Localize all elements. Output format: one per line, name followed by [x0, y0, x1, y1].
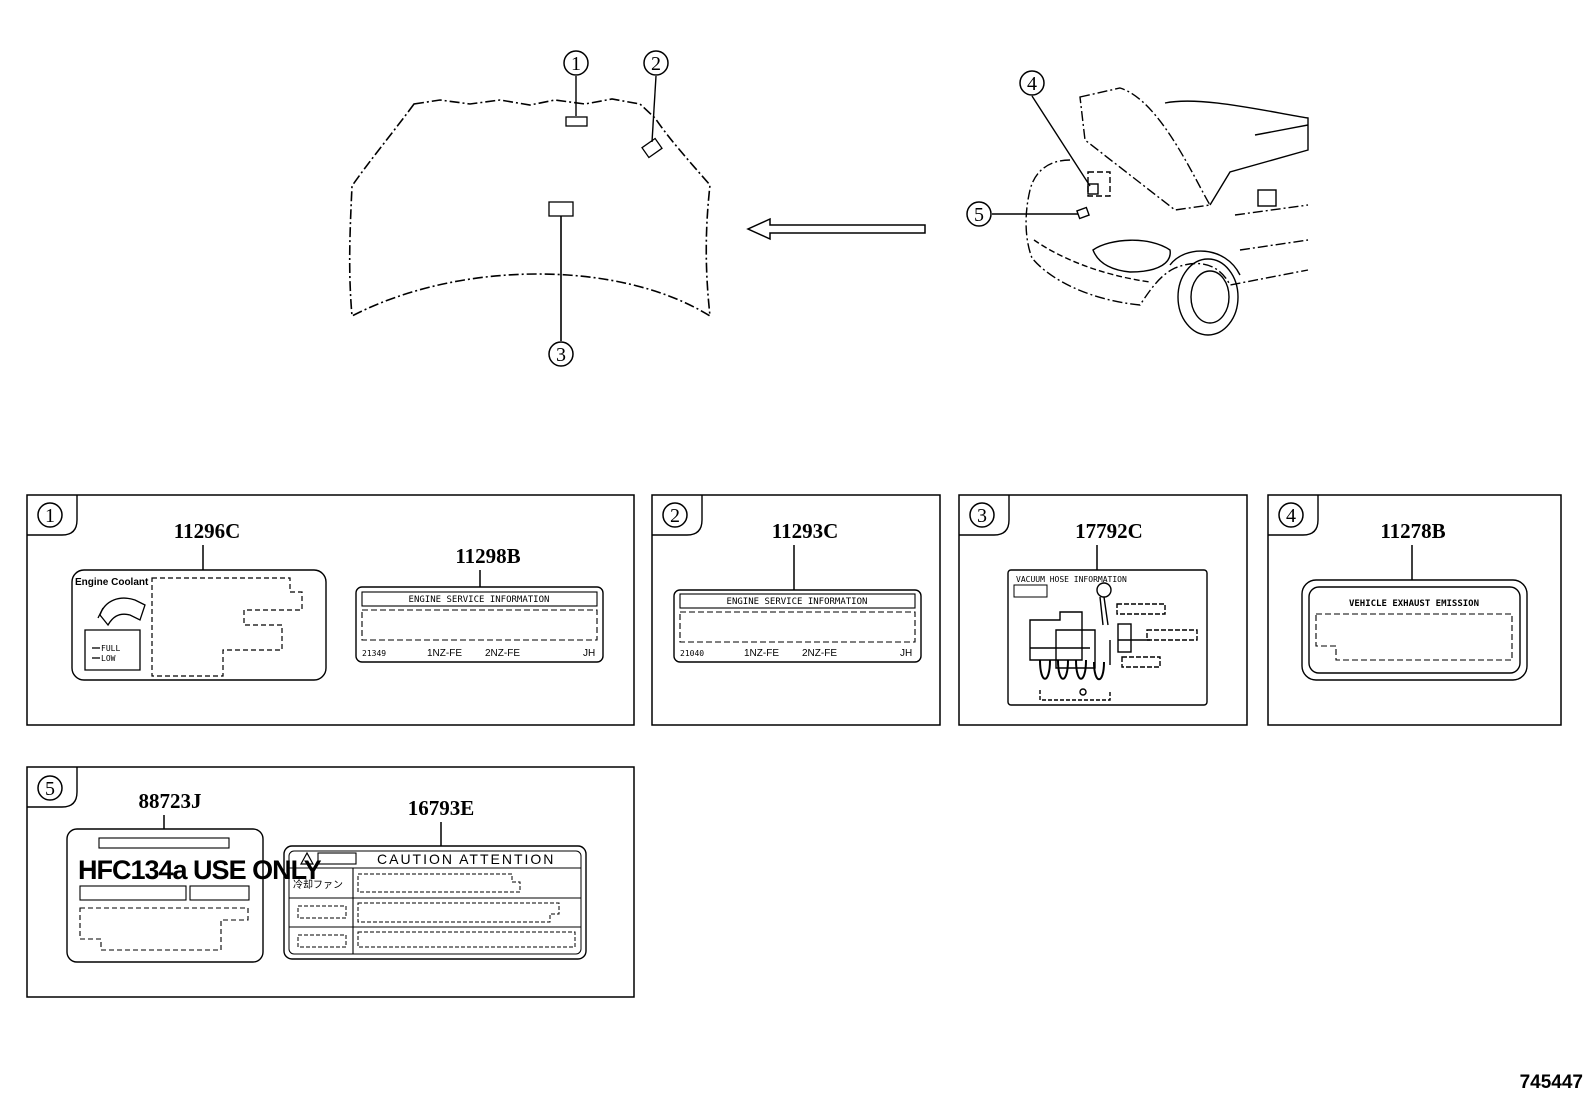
svg-text:2NZ-FE: 2NZ-FE	[485, 648, 520, 659]
svg-text:2: 2	[670, 505, 680, 527]
part-11278B: 11278B	[1380, 519, 1445, 543]
caution-label	[283, 845, 587, 960]
a-pillar	[1254, 124, 1309, 136]
svg-text:JH: JH	[583, 648, 595, 659]
callout-3: 3	[548, 341, 574, 367]
svg-text:1: 1	[571, 53, 581, 75]
front-wheel-inner	[1190, 270, 1230, 324]
hfc-text: HFC134a USE ONLY	[78, 855, 322, 885]
vacuum-hose-label	[1007, 569, 1208, 706]
leader-4	[1031, 95, 1091, 187]
svg-text:2NZ-FE: 2NZ-FE	[802, 648, 837, 659]
car-drawing	[992, 87, 1309, 336]
vacuum-hose-schematic	[1029, 582, 1198, 701]
svg-text:4: 4	[1286, 505, 1296, 527]
svg-text:1NZ-FE: 1NZ-FE	[427, 648, 462, 659]
direction-arrow	[746, 217, 926, 241]
hood-outline	[348, 98, 711, 318]
bumper-line	[1033, 239, 1151, 283]
callout-5: 5	[966, 201, 992, 227]
svg-text:5: 5	[45, 778, 55, 800]
svg-text:ENGINE SERVICE INFORMATION: ENGINE SERVICE INFORMATION	[727, 597, 868, 607]
svg-text:JH: JH	[900, 648, 912, 659]
hfc-label	[66, 828, 264, 963]
label-1-position	[565, 116, 588, 127]
part-11298B: 11298B	[455, 544, 520, 568]
label-2-position	[641, 137, 663, 159]
panel-2: 2 11293C ENGINE SERVICE INFORMATION 2104…	[651, 494, 941, 726]
engine-box	[1087, 171, 1111, 197]
callout-4: 4	[1019, 70, 1045, 96]
svg-text:VACUUM HOSE INFORMATION: VACUUM HOSE INFORMATION	[1016, 575, 1127, 584]
engine-service-label-2	[673, 589, 922, 663]
part-11296C: 11296C	[174, 519, 241, 543]
part-11293C: 11293C	[772, 519, 839, 543]
panel-5: 5 88723J HFC134a USE ONLY 16793E CAUTION…	[26, 766, 635, 998]
label-3-position	[548, 201, 574, 217]
svg-text:VEHICLE EXHAUST EMISSION: VEHICLE EXHAUST EMISSION	[1349, 599, 1479, 609]
coolant-title: Engine Coolant	[75, 577, 149, 588]
reference-number: 745447	[1520, 1072, 1583, 1093]
fender-arch	[1169, 250, 1241, 276]
open-hood	[1079, 87, 1212, 211]
engine-service-label-1	[355, 586, 604, 663]
svg-text:2: 2	[651, 53, 661, 75]
svg-text:1: 1	[45, 505, 55, 527]
windshield	[1164, 100, 1309, 206]
fan-text: 冷却ファン	[293, 878, 343, 891]
mirror	[1257, 189, 1277, 207]
svg-text:4: 4	[1027, 73, 1037, 95]
exhaust-emission-label	[1301, 579, 1528, 681]
label-4-position	[1087, 183, 1099, 195]
side-line	[1234, 204, 1309, 251]
coolant-label	[71, 569, 327, 681]
leader-2	[651, 75, 657, 143]
svg-text:ENGINE SERVICE INFORMATION: ENGINE SERVICE INFORMATION	[409, 595, 550, 605]
callout-2: 2	[643, 50, 669, 76]
caution-title: CAUTION ATTENTION	[377, 851, 555, 867]
part-17792C: 17792C	[1075, 519, 1143, 543]
part-16793E: 16793E	[408, 796, 475, 820]
svg-text:3: 3	[977, 505, 987, 527]
part-88723J: 88723J	[139, 789, 202, 813]
callout-1: 1	[563, 50, 589, 76]
label-5-position	[1076, 206, 1090, 220]
svg-text:21349: 21349	[362, 649, 386, 658]
coolant-low: LOW	[101, 654, 116, 663]
front-wheel	[1177, 258, 1239, 336]
panel-4: 4 11278B VEHICLE EXHAUST EMISSION	[1267, 494, 1562, 726]
coolant-full: FULL	[101, 644, 120, 653]
svg-text:1NZ-FE: 1NZ-FE	[744, 648, 779, 659]
svg-text:3: 3	[556, 344, 566, 366]
svg-text:5: 5	[974, 204, 984, 226]
panel-3: 3 17792C VACUUM HOSE INFORMATION	[958, 494, 1248, 726]
hood-drawing	[348, 75, 711, 341]
coolant-bottle-icon	[84, 597, 146, 671]
panel-1: 1 11296C Engine Coolant FULL LOW 11298B …	[26, 494, 635, 726]
svg-text:21040: 21040	[680, 649, 704, 658]
headlight	[1092, 239, 1171, 273]
body-outline	[1025, 159, 1309, 306]
